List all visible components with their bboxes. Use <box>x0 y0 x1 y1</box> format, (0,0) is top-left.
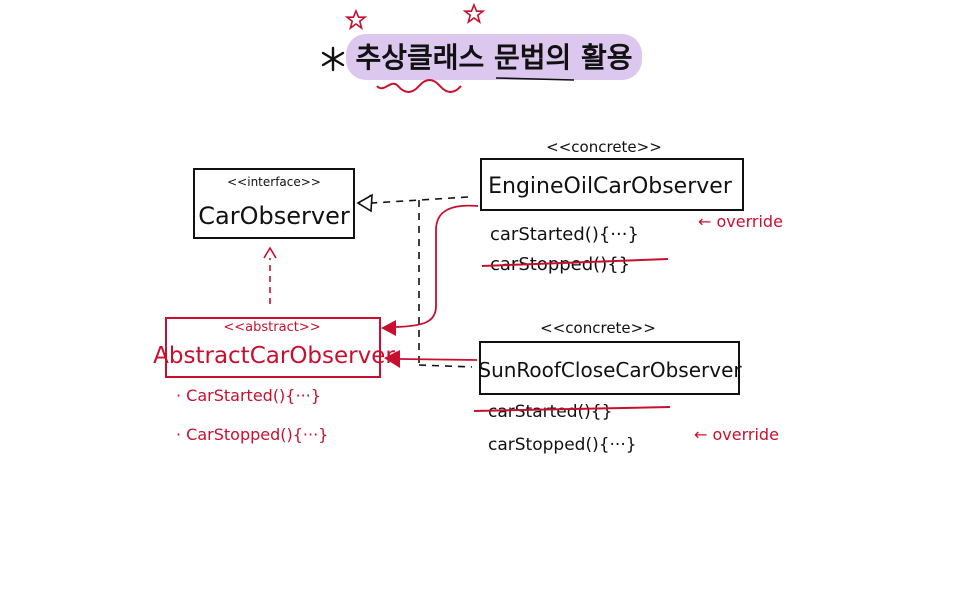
sunroof-override-label: ← override <box>694 425 779 444</box>
engine-name: EngineOilCarObserver <box>488 174 733 199</box>
page-title: 추상클래스 문법의 활용 <box>355 41 632 74</box>
abstract-method: · CarStopped(){···} <box>176 425 328 444</box>
abstract-to-interface-arrow <box>263 246 277 304</box>
title-underline <box>495 77 575 81</box>
engine-override-label: ← override <box>698 212 783 231</box>
star-icon <box>344 8 368 30</box>
asterisk-icon <box>321 46 345 72</box>
engine-box: EngineOilCarObserver <box>480 158 744 211</box>
abstract-box: <<abstract>> AbstractCarObserver <box>153 317 395 378</box>
engine-to-abstract-arrow <box>381 204 479 336</box>
star-icon <box>462 2 486 24</box>
sunroof-name: SunRoofCloseCarObserver <box>478 358 742 382</box>
title-highlight <box>346 34 642 80</box>
concrete-to-interface-arrow <box>356 193 473 368</box>
interface-box: <<interface>> CarObserver <box>193 168 355 239</box>
interface-stereotype: <<interface>> <box>227 175 321 189</box>
title-squiggle <box>376 79 462 93</box>
interface-name: CarObserver <box>198 202 350 230</box>
abstract-stereotype: <<abstract>> <box>223 320 320 335</box>
sunroof-strikethrough <box>473 406 671 412</box>
engine-strikethrough <box>481 258 669 267</box>
sunroof-method: carStarted(){} <box>488 402 612 422</box>
sunroof-box: SunRoofCloseCarObserver <box>478 341 742 395</box>
sunroof-to-abstract-arrow <box>384 350 478 368</box>
sunroof-method: carStopped(){···} <box>488 435 637 455</box>
abstract-method: · CarStarted(){···} <box>176 386 321 405</box>
sunroof-stereotype: <<concrete>> <box>540 319 656 337</box>
engine-method: carStarted(){···} <box>490 224 639 245</box>
abstract-name: AbstractCarObserver <box>153 343 395 369</box>
engine-method: carStopped(){} <box>490 254 630 275</box>
engine-stereotype: <<concrete>> <box>546 138 662 156</box>
